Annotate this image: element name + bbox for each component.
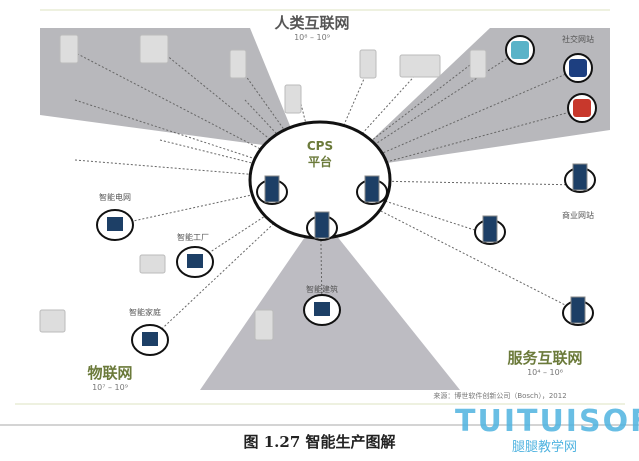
connection-line	[319, 67, 581, 181]
facebook-icon	[569, 59, 587, 77]
watermark-sub: 腿腿教学网	[512, 440, 578, 455]
social-hub-server-icon	[572, 163, 588, 191]
watermark-brand: TUITUISOFT	[455, 404, 639, 439]
device-icon	[39, 309, 66, 333]
building-label: 智能建筑	[306, 284, 338, 294]
device-icon	[229, 49, 247, 79]
panel-social	[340, 28, 610, 170]
human-internet-title: 人类互联网	[274, 14, 349, 32]
device-icon	[359, 49, 377, 79]
cps-node-server-icon	[314, 211, 330, 239]
device-icon	[139, 254, 166, 274]
ios-range: 10⁴ – 10⁶	[527, 368, 563, 377]
iot-range: 10⁷ – 10⁹	[92, 383, 128, 392]
google-plus-icon	[573, 99, 591, 117]
grid-plug-icon	[107, 217, 123, 231]
connection-line	[74, 99, 321, 181]
cps-node-server-icon	[264, 175, 280, 203]
factory-icon	[187, 254, 203, 268]
device-icon	[59, 34, 79, 64]
connection-line	[114, 179, 321, 226]
source-note: 来源：博世软件创新公司（Bosch），2012	[433, 391, 566, 400]
home-label: 智能家庭	[129, 307, 161, 317]
device-icon	[254, 309, 274, 341]
iot-title: 物联网	[87, 364, 132, 382]
device-icon	[139, 34, 169, 64]
building-icon	[314, 302, 330, 316]
social-label: 社交网站	[562, 34, 594, 44]
business-label: 商业网站	[562, 210, 594, 220]
connection-line	[319, 69, 421, 181]
device-icon	[284, 84, 302, 114]
connection-line	[149, 179, 321, 341]
factory-label: 智能工厂	[177, 232, 209, 242]
cps-node-server-icon	[364, 175, 380, 203]
cps-subtitle: 平台	[308, 154, 332, 169]
ios-title: 服务互联网	[507, 349, 582, 367]
connection-line	[69, 49, 321, 181]
business-server-icon	[482, 215, 498, 243]
twitter-icon	[511, 41, 529, 59]
cps-title: CPS	[307, 139, 333, 153]
home-icon	[142, 332, 158, 346]
figure-caption: 图 1.27 智能生产图解	[243, 433, 396, 451]
human-internet-range: 10⁸ – 10⁹	[294, 33, 330, 42]
grid-label: 智能电网	[99, 192, 131, 202]
device-icon	[399, 54, 441, 78]
device-icon	[469, 49, 487, 79]
services-server-icon	[570, 296, 586, 324]
